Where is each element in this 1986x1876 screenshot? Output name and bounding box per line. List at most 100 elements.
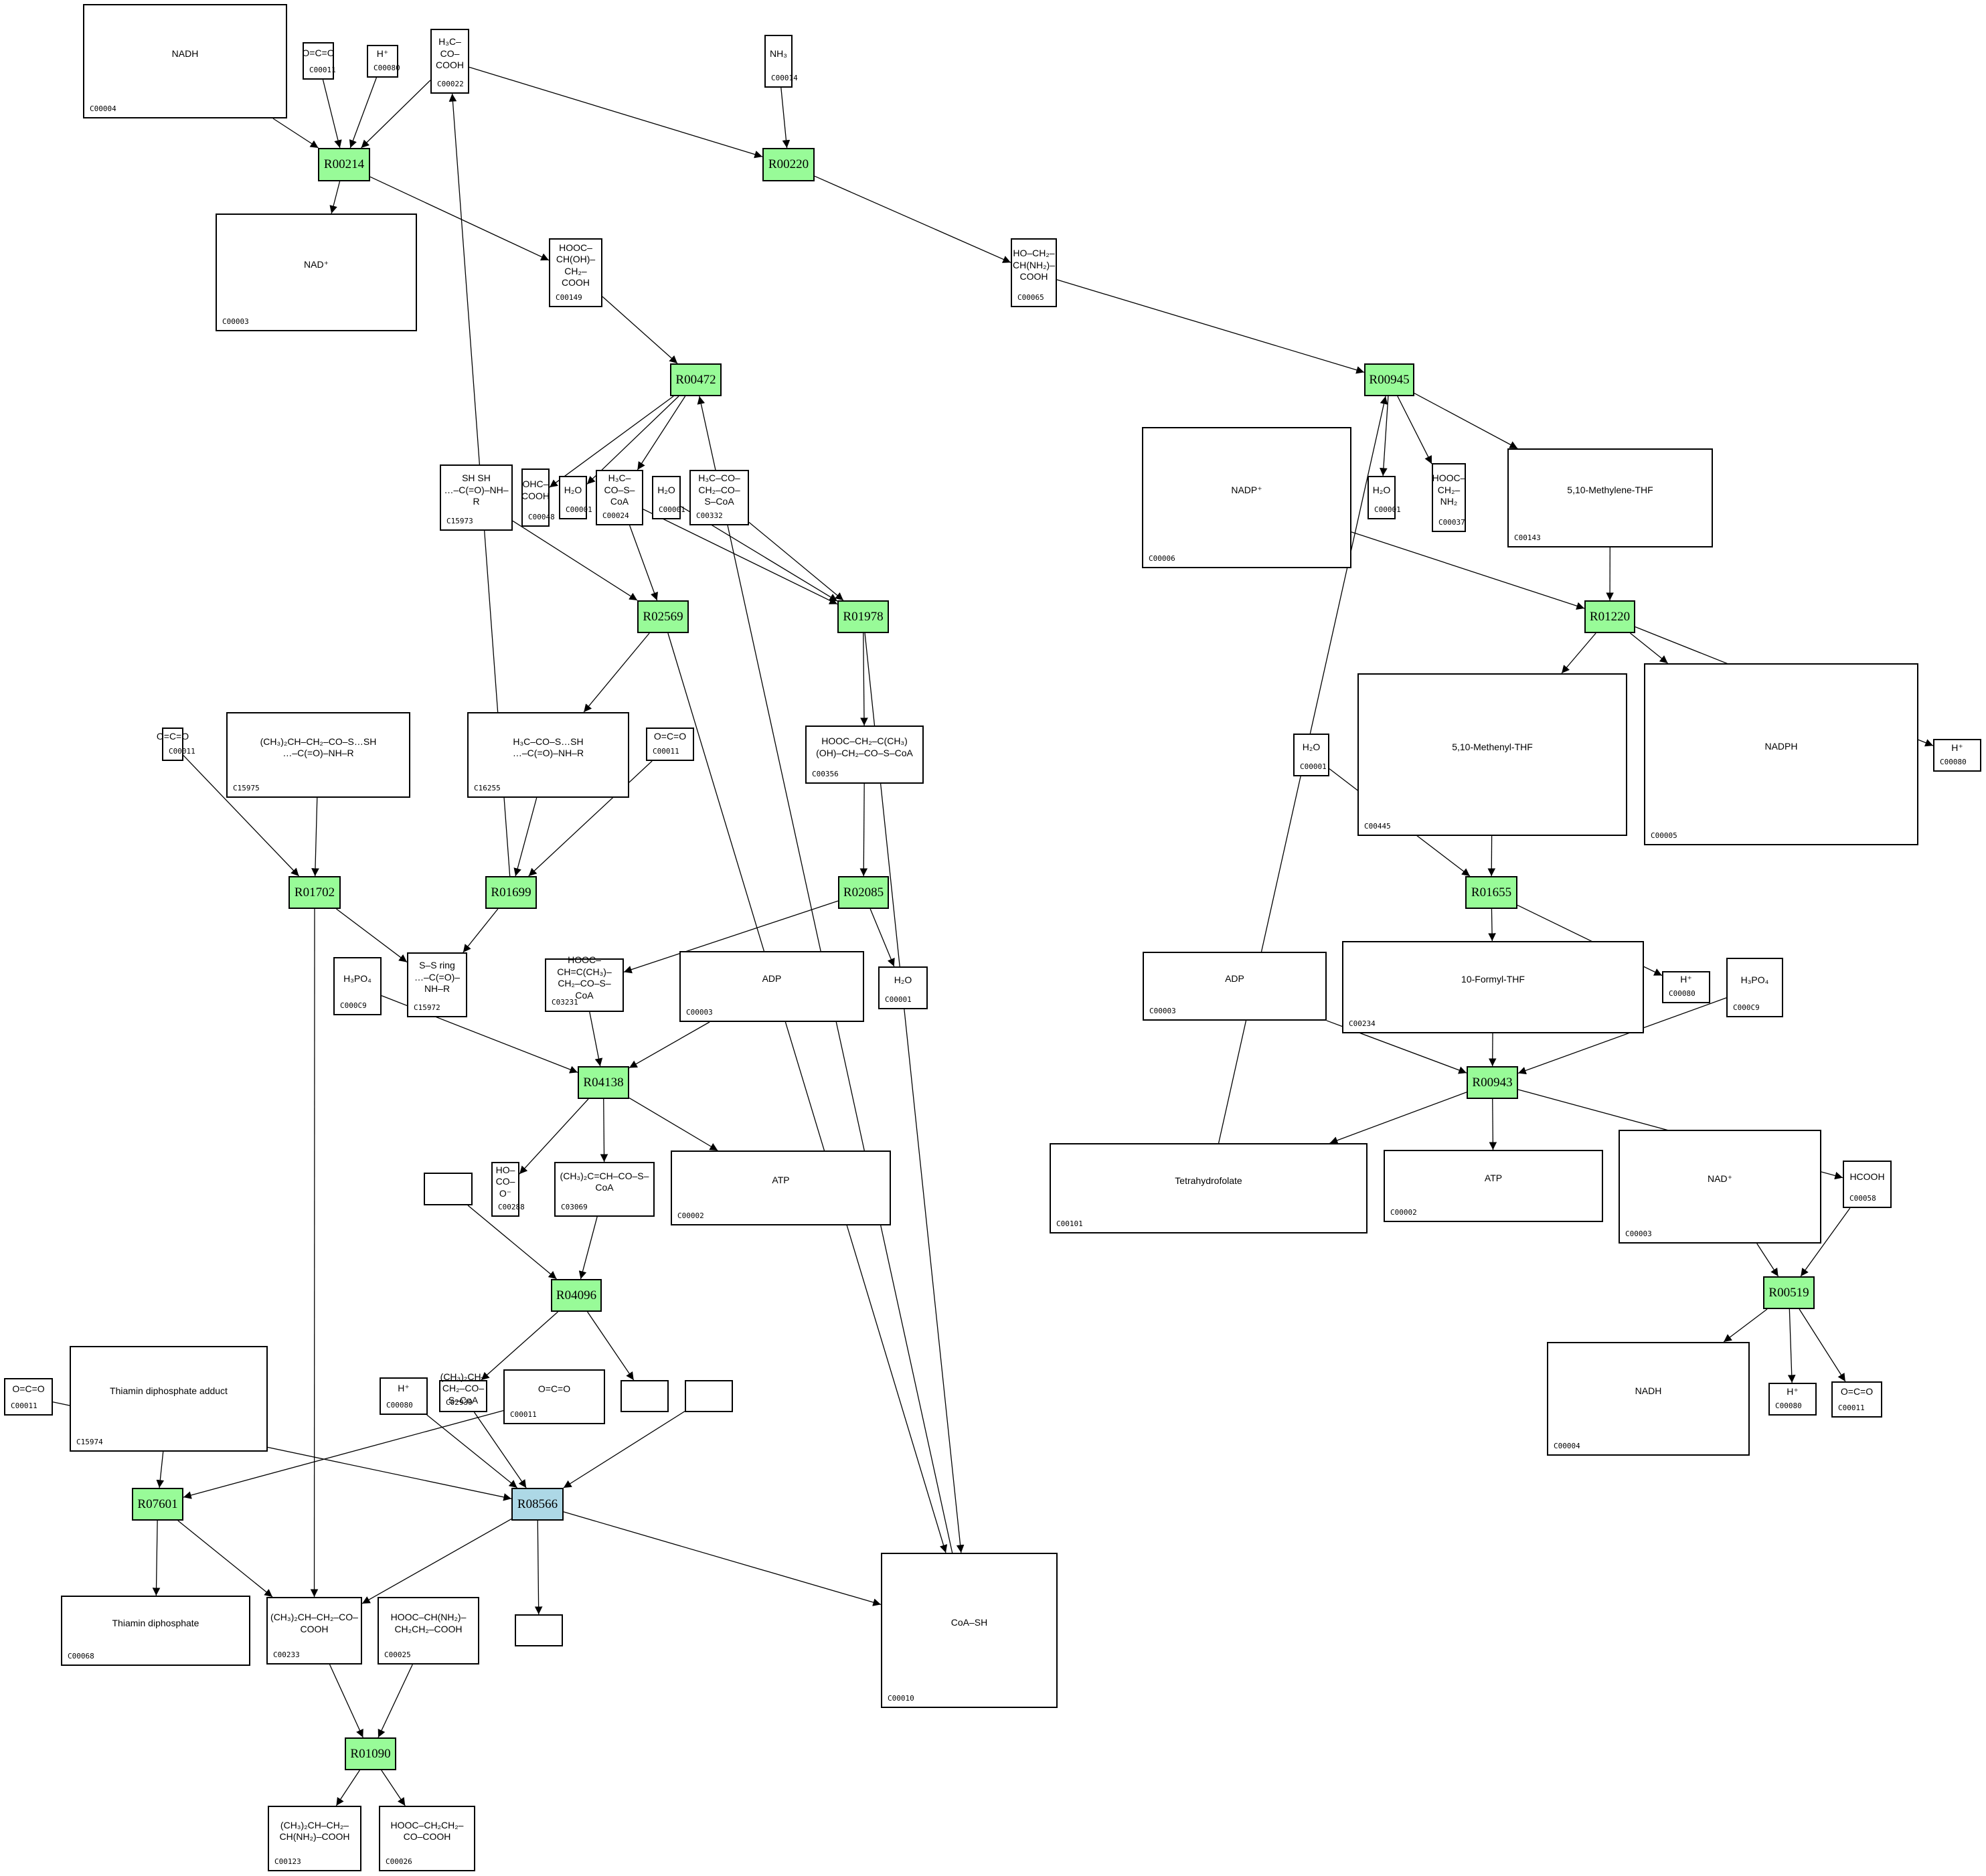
reaction-node-r01090[interactable]: R01090 bbox=[345, 1737, 396, 1770]
reaction-node-r00220[interactable]: R00220 bbox=[762, 148, 815, 181]
compound-structure: O=C=O bbox=[653, 731, 687, 742]
compound-id: C00288 bbox=[498, 1203, 525, 1211]
reaction-node-r01655[interactable]: R01655 bbox=[1465, 876, 1517, 909]
reaction-node-r00943[interactable]: R00943 bbox=[1467, 1066, 1518, 1099]
reaction-node-r02569[interactable]: R02569 bbox=[637, 600, 689, 633]
reaction-node-r00214[interactable]: R00214 bbox=[318, 148, 370, 181]
edge-R08566-to-empty_d bbox=[534, 1520, 543, 1615]
compound-structure: 5,10-Methylene-THF bbox=[1567, 485, 1653, 496]
compound-id: C000C9 bbox=[340, 1001, 367, 1010]
edge-c00011_b-to-R01702 bbox=[183, 755, 300, 877]
compound-id: C15975 bbox=[233, 784, 260, 792]
compound-node-unlabeled[interactable] bbox=[685, 1380, 733, 1412]
reaction-node-r08566[interactable]: R08566 bbox=[511, 1488, 564, 1521]
edge-R01978-to-c00010 bbox=[864, 632, 965, 1553]
compound-node-c00003[interactable]: NAD⁺C00003 bbox=[216, 214, 417, 331]
reaction-node-r01699[interactable]: R01699 bbox=[485, 876, 537, 909]
edge-R01699-to-c15972 bbox=[463, 908, 499, 953]
reaction-node-r01702[interactable]: R01702 bbox=[288, 876, 341, 909]
compound-node-c00080[interactable]: H⁺C00080 bbox=[380, 1377, 428, 1415]
compound-id: C00123 bbox=[274, 1857, 301, 1866]
compound-node-unlabeled[interactable] bbox=[515, 1614, 563, 1646]
compound-structure: ADP bbox=[762, 973, 782, 985]
reaction-node-r04096[interactable]: R04096 bbox=[551, 1279, 602, 1312]
compound-id: C00011 bbox=[1838, 1403, 1865, 1412]
edge-R00519-to-c00004_b bbox=[1723, 1308, 1768, 1343]
compound-node-unlabeled[interactable] bbox=[620, 1380, 669, 1412]
compound-structure: ADP bbox=[1225, 972, 1244, 984]
compound-node-c00080[interactable]: H⁺C00080 bbox=[1933, 739, 1981, 772]
compound-node-c00288[interactable]: HO–CO–O⁻C00288 bbox=[491, 1162, 525, 1217]
compound-node-c00080[interactable]: H⁺C00080 bbox=[1768, 1383, 1817, 1416]
compound-structure: HOOC–CH₂CH₂–CO–COOH bbox=[390, 1819, 464, 1843]
reaction-node-r07601[interactable]: R07601 bbox=[132, 1488, 183, 1521]
edge-c00006-to-R01220 bbox=[1351, 531, 1585, 610]
reaction-node-r00945[interactable]: R00945 bbox=[1364, 363, 1414, 396]
reaction-node-r01978[interactable]: R01978 bbox=[837, 600, 889, 633]
compound-node-unlabeled[interactable] bbox=[424, 1173, 473, 1205]
reaction-node-r01220[interactable]: R01220 bbox=[1584, 600, 1635, 633]
reaction-node-r00519[interactable]: R00519 bbox=[1763, 1276, 1815, 1309]
reaction-node-r00472[interactable]: R00472 bbox=[670, 363, 722, 396]
edge-R00472-to-c00048 bbox=[549, 396, 674, 488]
reaction-node-r04138[interactable]: R04138 bbox=[578, 1066, 629, 1099]
compound-node-c00003[interactable]: NAD⁺C00003 bbox=[1619, 1130, 1821, 1244]
compound-node-c00006[interactable]: NADP⁺C00006 bbox=[1142, 427, 1351, 568]
edge-c03231-to-R04138 bbox=[589, 1011, 603, 1067]
compound-node-c00080[interactable]: H⁺C00080 bbox=[367, 45, 400, 78]
edge-R01220-to-c00445 bbox=[1561, 632, 1596, 674]
reaction-node-r02085[interactable]: R02085 bbox=[838, 876, 889, 909]
compound-id: C00014 bbox=[771, 74, 798, 82]
compound-id: C00001 bbox=[659, 505, 685, 514]
compound-node-c00080[interactable]: H⁺C00080 bbox=[1662, 971, 1710, 1003]
